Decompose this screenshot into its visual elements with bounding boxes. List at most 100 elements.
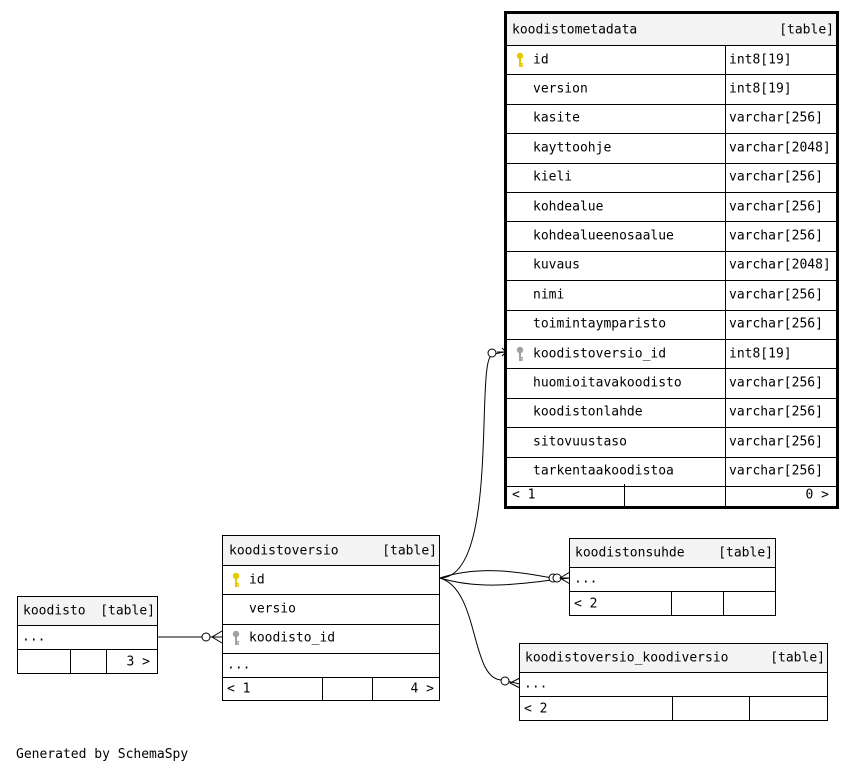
column-type: varchar[256]: [729, 375, 823, 391]
children-count[interactable]: 3 >: [126, 654, 150, 669]
zero-marker: [201, 632, 211, 642]
foreign-key-icon: [232, 630, 240, 646]
children-count[interactable]: 4 >: [410, 681, 434, 696]
column-row[interactable]: versio: [223, 594, 439, 625]
table-name: koodistometadata: [512, 22, 638, 37]
ellipsis-row: ...: [18, 625, 157, 650]
table-footer: < 2: [520, 697, 827, 720]
column-name: huomioitavakoodisto: [533, 375, 682, 391]
table-header: koodistonsuhde [table]: [570, 539, 775, 568]
column-row[interactable]: koodisto_id: [223, 624, 439, 655]
column-row[interactable]: koodistonlahde varchar[256]: [507, 397, 836, 429]
column-name: koodistonlahde: [533, 404, 643, 420]
parents-count[interactable]: < 2: [574, 596, 598, 611]
column-type: varchar[2048]: [729, 257, 831, 273]
column-name: kieli: [533, 169, 573, 185]
column-name: nimi: [533, 287, 565, 303]
column-row[interactable]: kuvaus varchar[2048]: [507, 250, 836, 282]
table-name: koodistoversio_koodiversio: [525, 650, 729, 666]
primary-key-icon: [516, 52, 524, 68]
column-name: versio: [249, 601, 296, 617]
column-name: koodistoversio_id: [533, 346, 667, 362]
primary-key-icon: [232, 572, 240, 588]
column-name: kasite: [533, 110, 580, 126]
column-type: varchar[256]: [729, 316, 823, 332]
column-row[interactable]: id: [223, 565, 439, 596]
column-name: version: [533, 81, 588, 97]
table-type: [table]: [718, 545, 773, 561]
ellipsis: ...: [22, 629, 46, 645]
crowfoot-marker: [211, 630, 223, 644]
children-count[interactable]: 0 >: [805, 487, 829, 503]
column-type: varchar[256]: [729, 434, 823, 450]
table-type: [table]: [382, 543, 437, 558]
parents-count[interactable]: < 1: [512, 487, 536, 503]
table-name: koodistonsuhde: [575, 545, 685, 561]
table-footer: < 1 4 >: [223, 677, 439, 700]
crowfoot-marker: [508, 677, 521, 689]
ellipsis-row: ...: [223, 653, 439, 678]
zero-marker: [552, 573, 562, 583]
column-name: kohdealue: [533, 199, 604, 215]
column-row[interactable]: koodistoversio_id int8[19]: [507, 339, 836, 370]
zero-marker: [500, 676, 510, 686]
parents-count[interactable]: < 1: [227, 681, 251, 696]
table-name: koodisto: [23, 603, 86, 619]
table-header: koodistoversio [table]: [223, 536, 439, 566]
table-type: [table]: [779, 22, 834, 37]
edge-koodistoversio-koodistonsuhde-b: [439, 577, 571, 586]
table-koodistoversio_koodiversio[interactable]: koodistoversio_koodiversio [table] ... <…: [519, 643, 828, 721]
table-footer: 3 >: [18, 650, 157, 673]
table-type: [table]: [100, 603, 155, 619]
column-row[interactable]: huomioitavakoodisto varchar[256]: [507, 368, 836, 399]
column-name: id: [249, 572, 265, 588]
column-name: koodisto_id: [249, 630, 336, 646]
column-name: tarkentaakoodistoa: [533, 463, 674, 479]
table-header: koodistoversio_koodiversio [table]: [520, 644, 827, 673]
column-row[interactable]: tarkentaakoodistoa varchar[256]: [507, 456, 836, 487]
column-type: varchar[256]: [729, 228, 823, 244]
table-name: koodistoversio: [229, 543, 339, 558]
column-name: toimintaymparisto: [533, 316, 667, 332]
column-type: int8[19]: [729, 52, 792, 68]
column-type: varchar[256]: [729, 463, 823, 479]
table-footer: < 1 0 >: [507, 484, 836, 506]
table-koodistoversio[interactable]: koodistoversio [table] id versio koodisto_…: [222, 535, 440, 701]
column-row[interactable]: sitovuustaso varchar[256]: [507, 427, 836, 458]
column-name: kuvaus: [533, 257, 580, 273]
ellipsis: ...: [227, 657, 251, 673]
column-type: varchar[2048]: [729, 140, 831, 156]
column-row[interactable]: kohdealueenosaalue varchar[256]: [507, 221, 836, 252]
ellipsis: ...: [524, 676, 548, 692]
table-koodistonsuhde[interactable]: koodistonsuhde [table] ... < 2: [569, 538, 776, 616]
column-type: int8[19]: [729, 346, 792, 362]
ellipsis-row: ...: [520, 672, 827, 697]
parents-count[interactable]: < 2: [524, 701, 548, 716]
column-row[interactable]: version int8[19]: [507, 74, 836, 105]
ellipsis-row: ...: [570, 567, 775, 592]
table-type: [table]: [770, 650, 825, 666]
table-header: koodistometadata [table]: [507, 14, 836, 46]
column-name: sitovuustaso: [533, 434, 627, 450]
crowfoot-marker: [559, 571, 571, 585]
column-row[interactable]: nimi varchar[256]: [507, 280, 836, 311]
column-type: varchar[256]: [729, 287, 823, 303]
column-type: varchar[256]: [729, 169, 823, 185]
table-header: koodisto [table]: [18, 597, 157, 626]
table-footer: < 2: [570, 592, 775, 615]
ellipsis: ...: [574, 571, 598, 587]
table-koodisto[interactable]: koodisto [table] ... 3 >: [17, 596, 158, 674]
column-name: kohdealueenosaalue: [533, 228, 674, 244]
column-row[interactable]: kieli varchar[256]: [507, 162, 836, 193]
column-row[interactable]: toimintaymparisto varchar[256]: [507, 309, 836, 340]
column-type: int8[19]: [729, 81, 792, 97]
generated-by-label: Generated by SchemaSpy: [16, 747, 189, 762]
column-type: varchar[256]: [729, 404, 823, 420]
zero-marker: [487, 348, 497, 358]
